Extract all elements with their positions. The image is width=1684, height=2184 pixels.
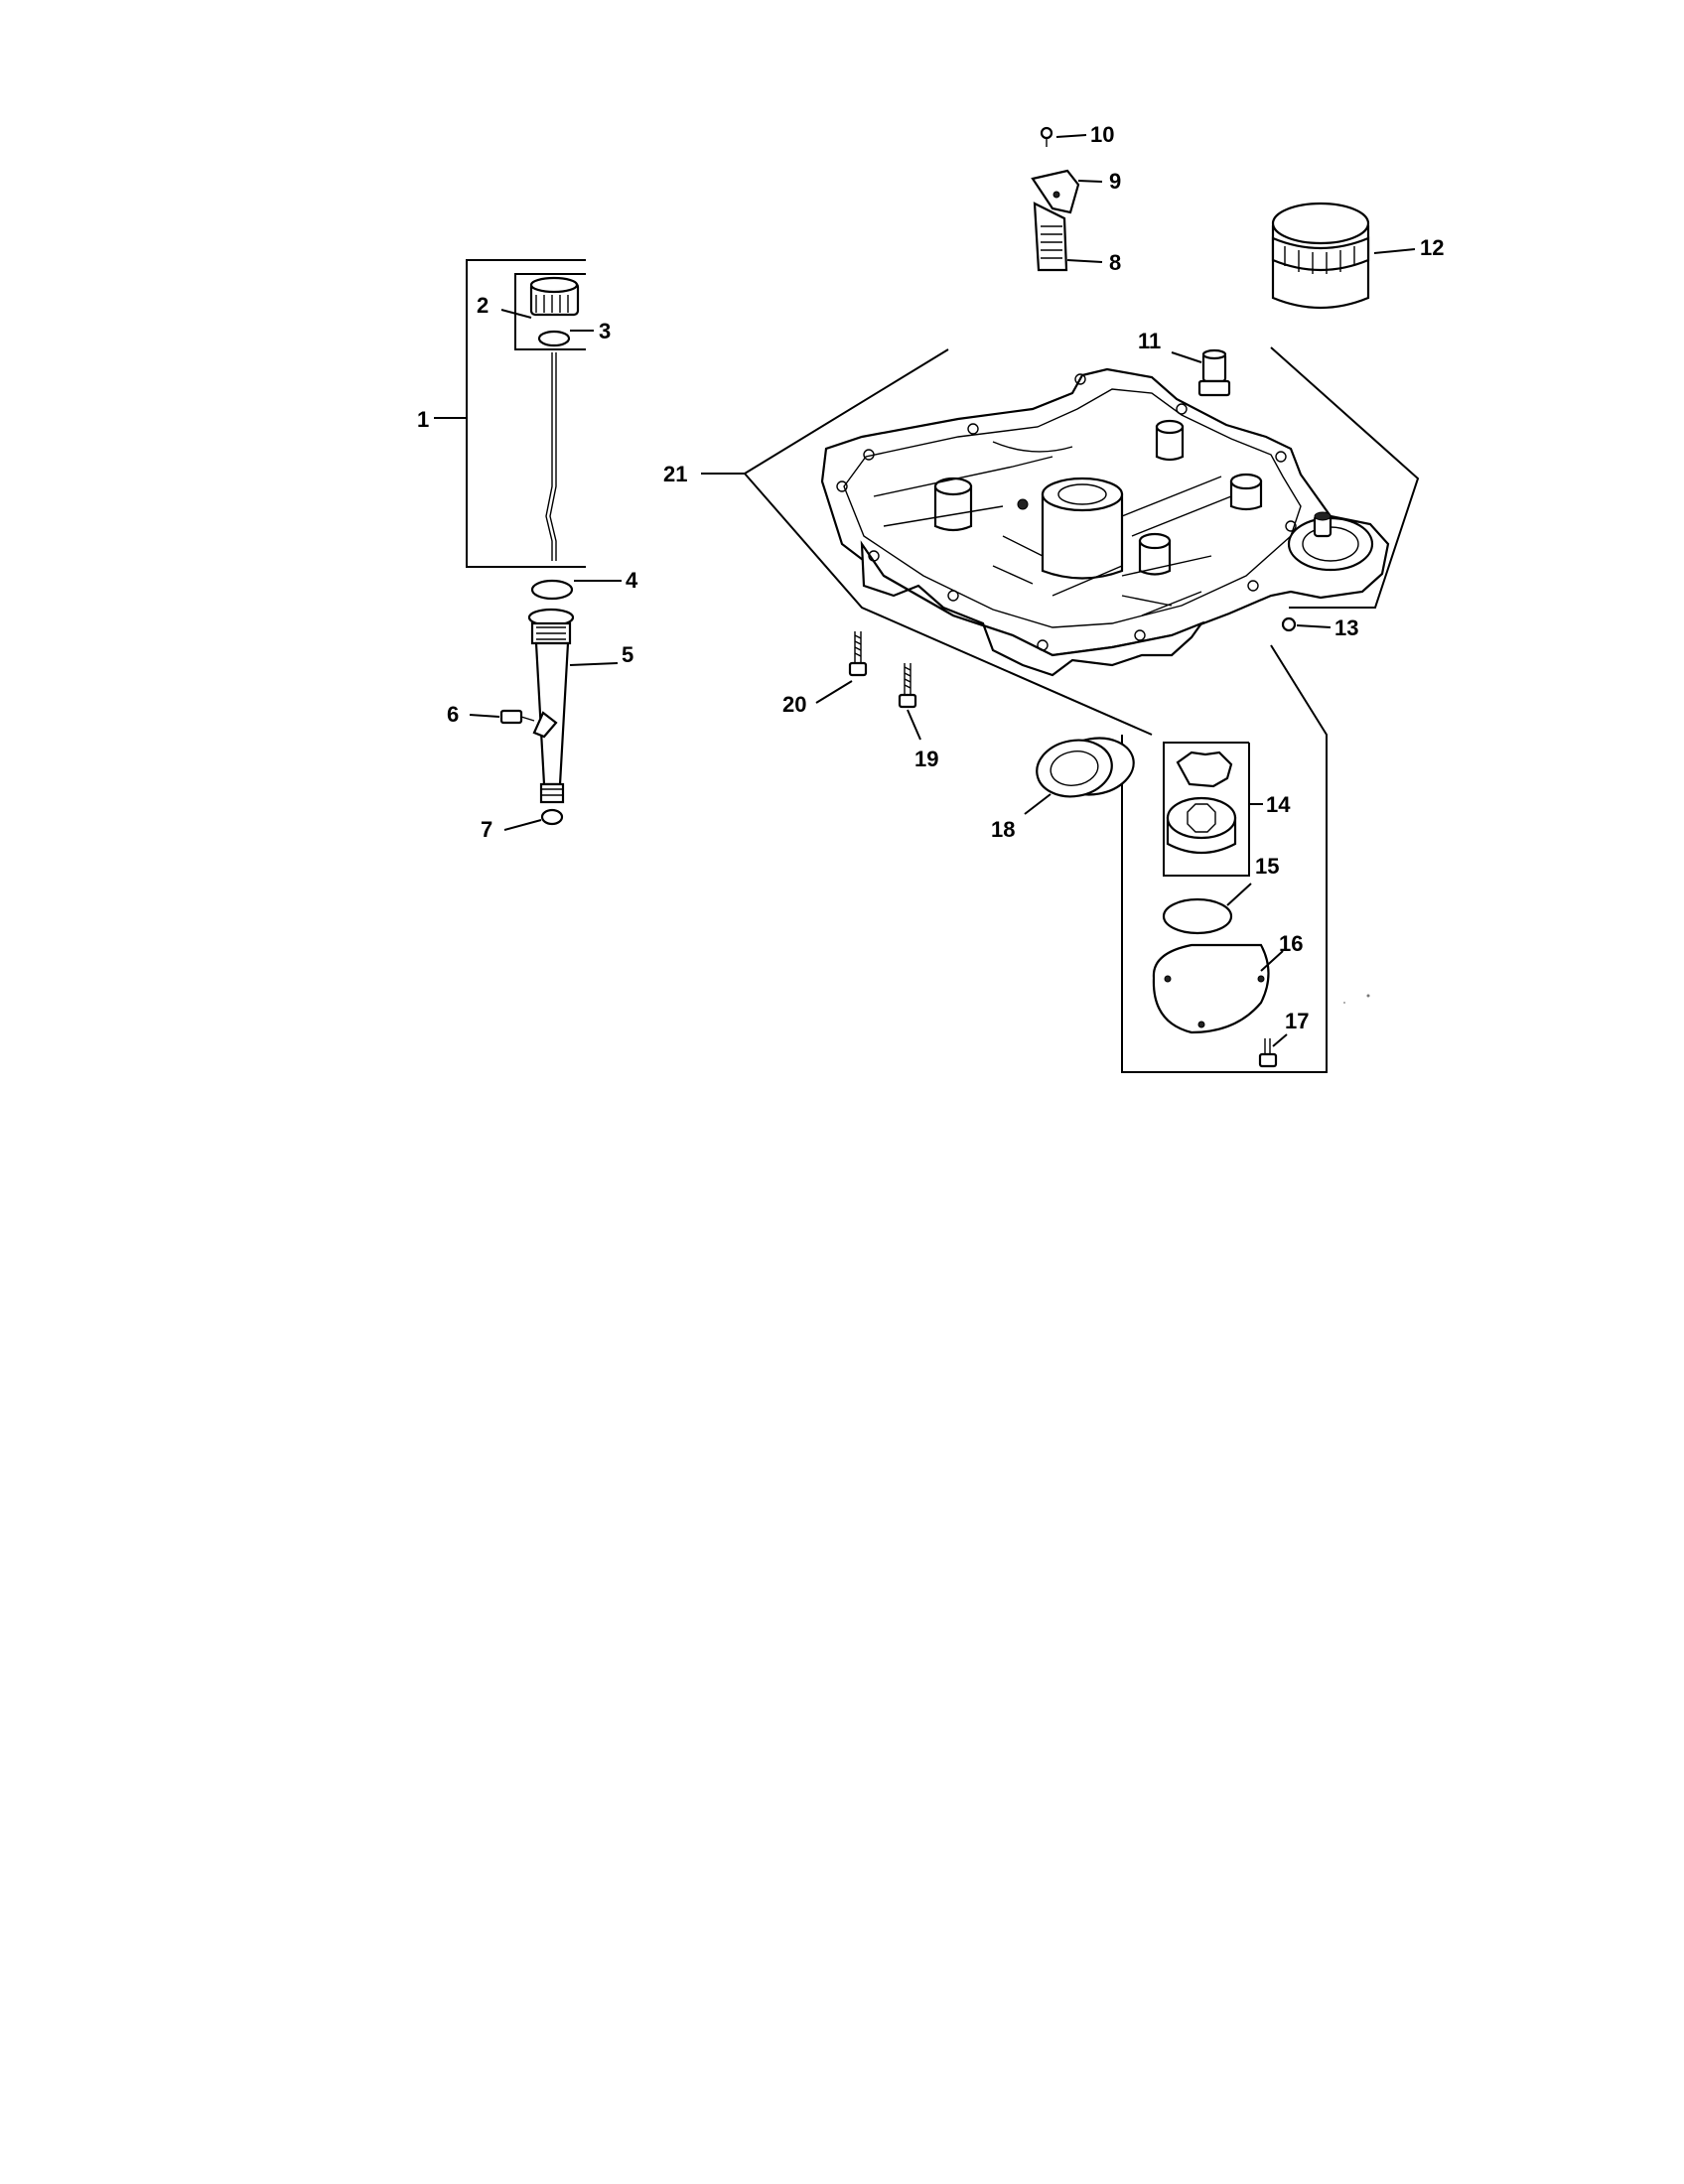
callout-19: 19 [914, 747, 938, 771]
bracket-21-left [743, 348, 1153, 736]
o-ring-15 [1162, 897, 1233, 935]
callout-labels: 1 2 3 4 5 6 7 8 9 10 11 12 13 14 15 16 1… [417, 122, 1444, 1033]
callout-15: 15 [1255, 854, 1279, 879]
breather-parts [1031, 126, 1080, 272]
pump-cover-16 [1152, 943, 1270, 1034]
plug-13 [1281, 616, 1297, 632]
callout-11: 11 [1138, 329, 1161, 353]
leader-19 [907, 709, 921, 741]
dipstick-cap [529, 276, 580, 317]
leader-20 [815, 680, 853, 704]
screw-17 [1258, 1038, 1278, 1068]
leader-12 [1373, 248, 1416, 254]
callout-17: 17 [1285, 1009, 1309, 1033]
leader-9 [1077, 180, 1103, 183]
callout-21: 21 [663, 462, 687, 486]
box-14 [1163, 742, 1250, 877]
bracket-1 [466, 259, 586, 568]
dipstick-tube [527, 608, 575, 804]
bracket-14-17 [1121, 644, 1328, 1073]
callout-1: 1 [417, 407, 429, 432]
callout-20: 20 [782, 692, 806, 717]
leader-18 [1024, 793, 1052, 815]
leader-8 [1066, 259, 1103, 263]
leader-16 [1260, 950, 1284, 972]
leader-5 [569, 662, 619, 666]
o-ring-4 [530, 579, 574, 601]
leader-11 [1171, 351, 1202, 363]
callout-14: 14 [1266, 792, 1291, 817]
callout-10: 10 [1090, 122, 1114, 147]
oil-pan-21 [820, 367, 1390, 677]
callout-8: 8 [1109, 250, 1121, 275]
fitting-11 [1197, 348, 1231, 397]
callout-9: 9 [1109, 169, 1121, 194]
oil-filter-12 [1271, 202, 1370, 310]
leader-2 [500, 309, 532, 319]
callout-5: 5 [622, 642, 633, 667]
dipstick-rod [545, 352, 557, 561]
leader-17 [1272, 1033, 1288, 1047]
screw-6 [499, 709, 535, 725]
leader-7 [503, 819, 542, 831]
oil-seal-18 [1036, 737, 1135, 798]
o-ring-3 [537, 330, 571, 347]
filter-8 [1033, 202, 1068, 272]
leader-15 [1226, 883, 1252, 906]
callout-2: 2 [477, 293, 489, 318]
dipstick-assembly [434, 259, 586, 826]
scan-speck [1343, 1002, 1345, 1004]
callout-18: 18 [991, 817, 1015, 842]
box-2-3 [514, 273, 586, 350]
bracket-21-right [1270, 346, 1420, 609]
o-ring-7 [540, 808, 564, 826]
leader-6 [469, 714, 500, 718]
scan-speck [1366, 994, 1370, 998]
callout-12: 12 [1420, 235, 1444, 260]
callout-4: 4 [626, 568, 638, 593]
callout-13: 13 [1334, 615, 1358, 640]
leader-10 [1055, 134, 1087, 138]
callout-7: 7 [481, 817, 492, 842]
callout-6: 6 [447, 702, 459, 727]
pump-rotor-14 [1166, 751, 1237, 854]
bolt-20 [848, 631, 868, 677]
leader-13 [1296, 624, 1332, 628]
bolt-19 [898, 663, 917, 709]
callout-3: 3 [599, 319, 611, 343]
screw-10 [1040, 126, 1053, 140]
callout-16: 16 [1279, 931, 1303, 956]
